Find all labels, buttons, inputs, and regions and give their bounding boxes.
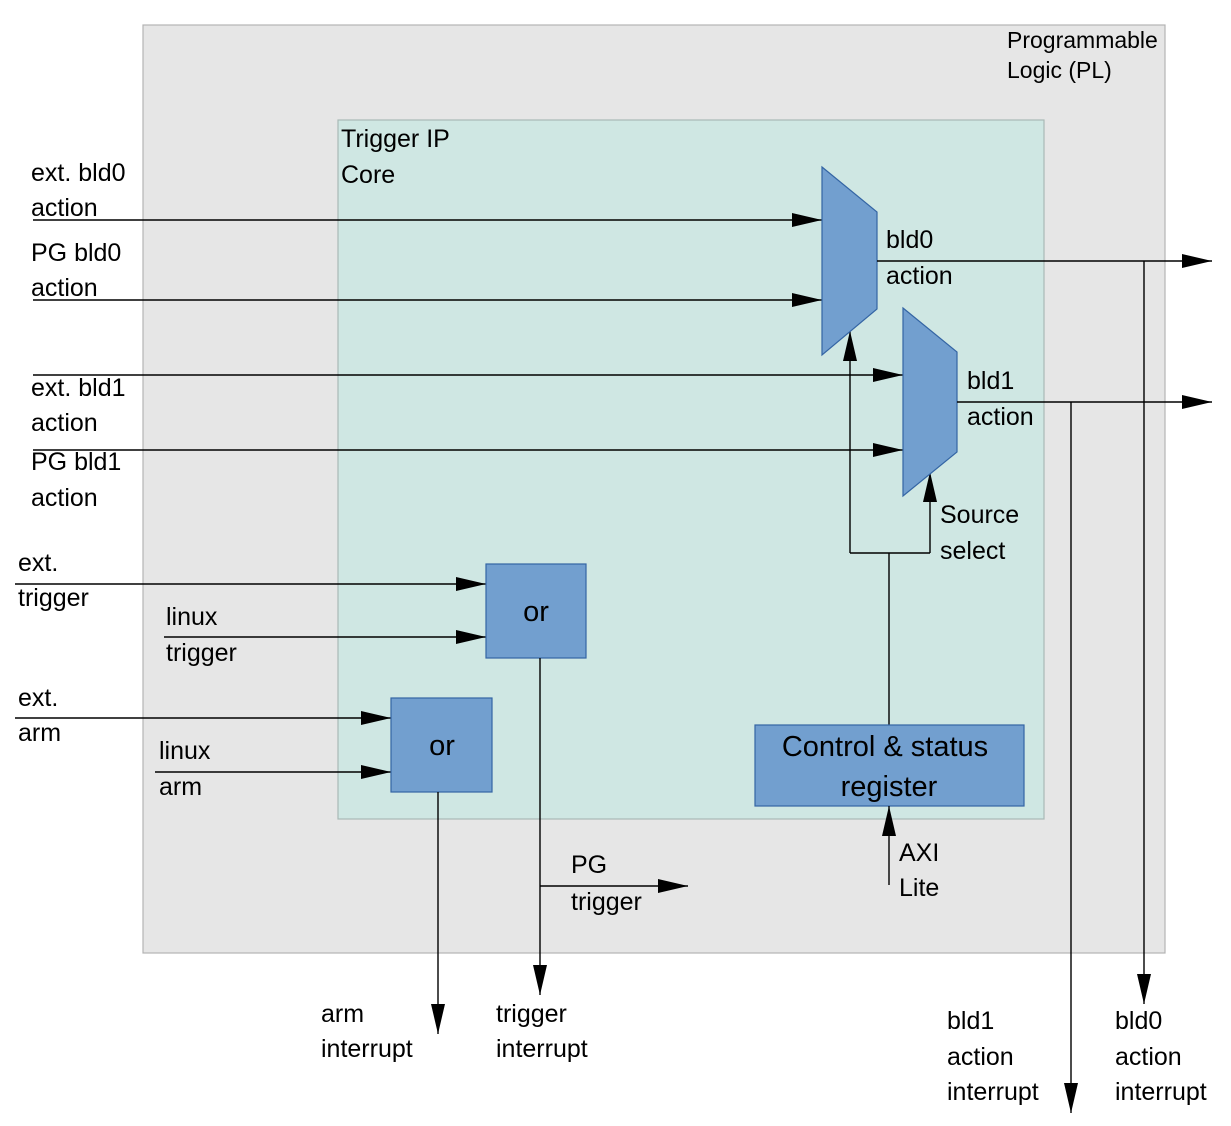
pg-bld0-label-2: action: [31, 274, 98, 302]
core-label-line2: Core: [341, 161, 395, 189]
pl-label-line2: Logic (PL): [1007, 57, 1112, 83]
source-select-label-1: Source: [940, 501, 1019, 529]
arm-interrupt-label-1: arm: [321, 1000, 364, 1028]
csr-label-line2: register: [841, 771, 938, 803]
csr-label-line1: Control & status: [782, 731, 988, 763]
pg-trigger-label-2: trigger: [571, 888, 642, 916]
bld1-out-label-2: action: [967, 403, 1034, 431]
arm-or-label: or: [429, 730, 455, 762]
linux-trigger-label-1: linux: [166, 603, 218, 631]
trigger-or-label: or: [523, 596, 549, 628]
ext-bld0-label-1: ext. bld0: [31, 159, 126, 187]
bld0-out-label-1: bld0: [886, 226, 933, 254]
ext-trigger-label-2: trigger: [18, 584, 89, 612]
bld1-out-label-1: bld1: [967, 367, 1014, 395]
core-label-line1: Trigger IP: [341, 125, 450, 153]
trigger-or-gate: [485, 563, 587, 659]
linux-arm-label-2: arm: [159, 773, 202, 801]
linux-arm-label-1: linux: [159, 737, 211, 765]
linux-trigger-label-2: trigger: [166, 639, 237, 667]
bld0-out-label-2: action: [886, 262, 953, 290]
control-status-register: [754, 724, 1025, 807]
pl-label-line1: Programmable: [1007, 27, 1158, 53]
pg-bld1-label-2: action: [31, 484, 98, 512]
bld0-interrupt-label-3: interrupt: [1115, 1078, 1207, 1106]
bld1-interrupt-label-1: bld1: [947, 1007, 994, 1035]
bld0-interrupt-label-1: bld0: [1115, 1007, 1162, 1035]
source-select-label-2: select: [940, 537, 1005, 565]
axi-label-1: AXI: [899, 839, 939, 867]
ext-trigger-label-1: ext.: [18, 549, 58, 577]
trigger-interrupt-label-1: trigger: [496, 1000, 567, 1028]
ext-arm-label-1: ext.: [18, 684, 58, 712]
bld0-mux: [821, 165, 878, 357]
bld1-interrupt-label-3: interrupt: [947, 1078, 1039, 1106]
arm-interrupt-label-2: interrupt: [321, 1035, 413, 1063]
ext-bld1-label-1: ext. bld1: [31, 374, 126, 402]
ext-bld1-label-2: action: [31, 409, 98, 437]
arm-or-gate: [390, 697, 493, 793]
bld1-mux: [902, 306, 958, 498]
bld1-interrupt-label-2: action: [947, 1043, 1014, 1071]
ext-bld0-label-2: action: [31, 194, 98, 222]
bld0-interrupt-label-2: action: [1115, 1043, 1182, 1071]
pg-bld1-label-1: PG bld1: [31, 448, 121, 476]
axi-label-2: Lite: [899, 874, 939, 902]
ext-arm-label-2: arm: [18, 719, 61, 747]
trigger-interrupt-label-2: interrupt: [496, 1035, 588, 1063]
pg-trigger-label-1: PG: [571, 851, 607, 879]
pg-bld0-label-1: PG bld0: [31, 239, 121, 267]
